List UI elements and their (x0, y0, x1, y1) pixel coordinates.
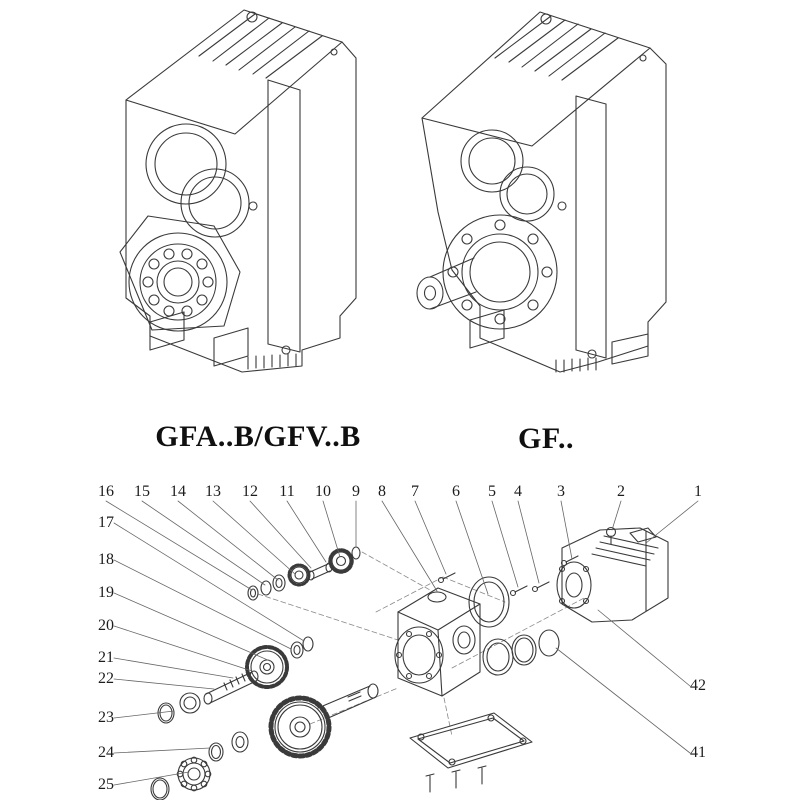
motor-eye-bolt (605, 526, 617, 538)
gearbox-left-silhouette (125, 9, 357, 373)
gearbox-right-silhouette (421, 11, 667, 373)
gearbox-right-top-ribs (494, 15, 619, 81)
gearbox-right-output-flange (442, 214, 558, 330)
gearbox-right-side-rail (575, 95, 607, 359)
gearbox-right-output-shaft (416, 276, 444, 310)
exploded-input-shaft-parts (247, 546, 361, 601)
exploded-bolts (437, 555, 579, 597)
assembly-axis-dashed-lines (257, 551, 587, 737)
gearbox-left-bearing-boss (119, 215, 241, 331)
exploded-rings (468, 576, 560, 676)
motor-flange (556, 561, 592, 609)
exploded-intermediate-parts (157, 636, 314, 724)
gearbox-left-feet (149, 311, 249, 367)
exploded-output-parts (150, 683, 379, 800)
exploded-motor (556, 526, 669, 623)
gearbox-left-base-serration (247, 353, 297, 370)
gearbox-left-side-rail (267, 79, 301, 353)
gearbox-left-top-ribs (198, 13, 323, 79)
gearbox-left-eyebolt-hole (246, 11, 258, 23)
motor-cooling-fins (591, 535, 659, 567)
gearbox-left-bearing-rollers (142, 248, 214, 317)
exploded-view (105, 500, 699, 800)
gearbox-left-drawing (119, 9, 357, 373)
motor-terminal-box (629, 527, 657, 543)
gearbox-right-flange-bolt-holes (447, 219, 553, 325)
gearbox-right-drawing (416, 11, 667, 373)
exploded-gasket (409, 712, 533, 793)
gearbox-right-eyebolt-hole (540, 13, 552, 25)
exploded-housing (394, 587, 481, 697)
gearbox-right-base-serration (555, 357, 597, 373)
motor-body (561, 527, 669, 623)
gearbox-right-feet (469, 309, 649, 365)
callout-leader-lines (105, 500, 699, 786)
